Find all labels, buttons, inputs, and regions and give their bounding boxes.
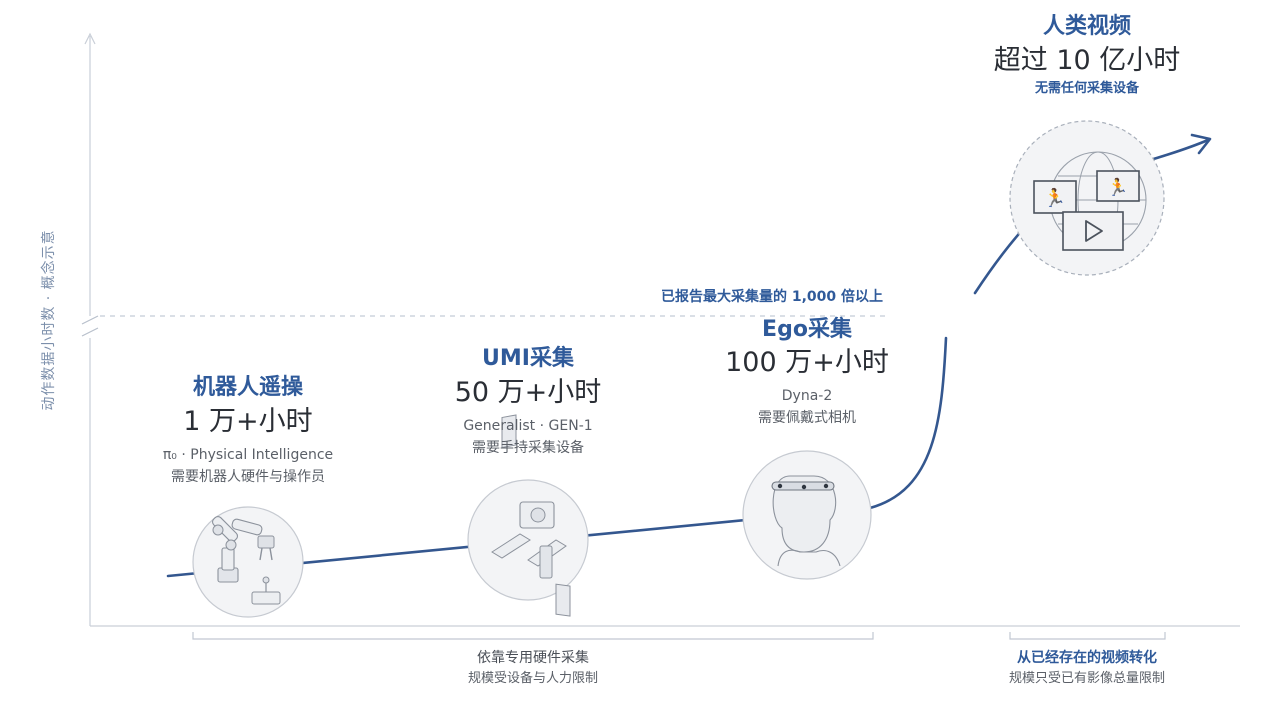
bracket-main: 依靠专用硬件采集: [477, 650, 589, 666]
handheld-gripper-icon: [467, 414, 589, 617]
stage-title: 人类视频: [1042, 14, 1131, 39]
bracket-sub: 规模受设备与人力限制: [467, 671, 598, 686]
growth-curve: [166, 336, 948, 578]
stage-source: π₀ · Physical Intelligence: [162, 447, 334, 463]
stage-amount: 超过 10 亿小时: [993, 45, 1181, 76]
bracket-hardware: [192, 632, 874, 640]
bracket-sub: 规模只受已有影像总量限制: [1008, 671, 1165, 686]
stage-requirement: 需要佩戴式相机: [758, 410, 856, 426]
head-camera-icon: [742, 450, 872, 580]
robot-arm-icon: [192, 506, 304, 618]
axes: [81, 32, 1240, 627]
stage-requirement: 需要手持采集设备: [472, 440, 584, 456]
y-axis-label: 动作数据小时数 · 概念示意: [41, 229, 57, 411]
bracket-video: [1009, 632, 1166, 640]
axis-break-mark: [81, 327, 99, 337]
stage-title: Ego采集: [762, 317, 852, 342]
stage-title: UMI采集: [482, 346, 574, 371]
svg-text:🏃: 🏃: [1107, 177, 1128, 198]
stage-amount: 1 万+小时: [183, 406, 313, 437]
cap-note: 已报告最大采集量的 1,000 倍以上: [660, 289, 884, 305]
stage-requirement: 需要机器人硬件与操作员: [171, 469, 325, 485]
stage-amount: 50 万+小时: [454, 377, 602, 408]
stage-title: 机器人遥操: [192, 375, 303, 400]
stage-source: Dyna-2: [781, 388, 833, 404]
stage-amount: 100 万+小时: [725, 347, 889, 378]
y-axis-arrow: [84, 32, 96, 45]
stage-source: Generalist · GEN-1: [463, 418, 593, 434]
bracket-main: 从已经存在的视频转化: [1017, 650, 1157, 666]
stage-requirement: 无需任何采集设备: [1034, 81, 1139, 96]
axis-break-mark: [81, 315, 99, 325]
curve-arrow-head: [1190, 133, 1212, 155]
video-globe-icon: 🏃 🏃: [1009, 120, 1165, 276]
svg-text:🏃: 🏃: [1044, 187, 1066, 209]
